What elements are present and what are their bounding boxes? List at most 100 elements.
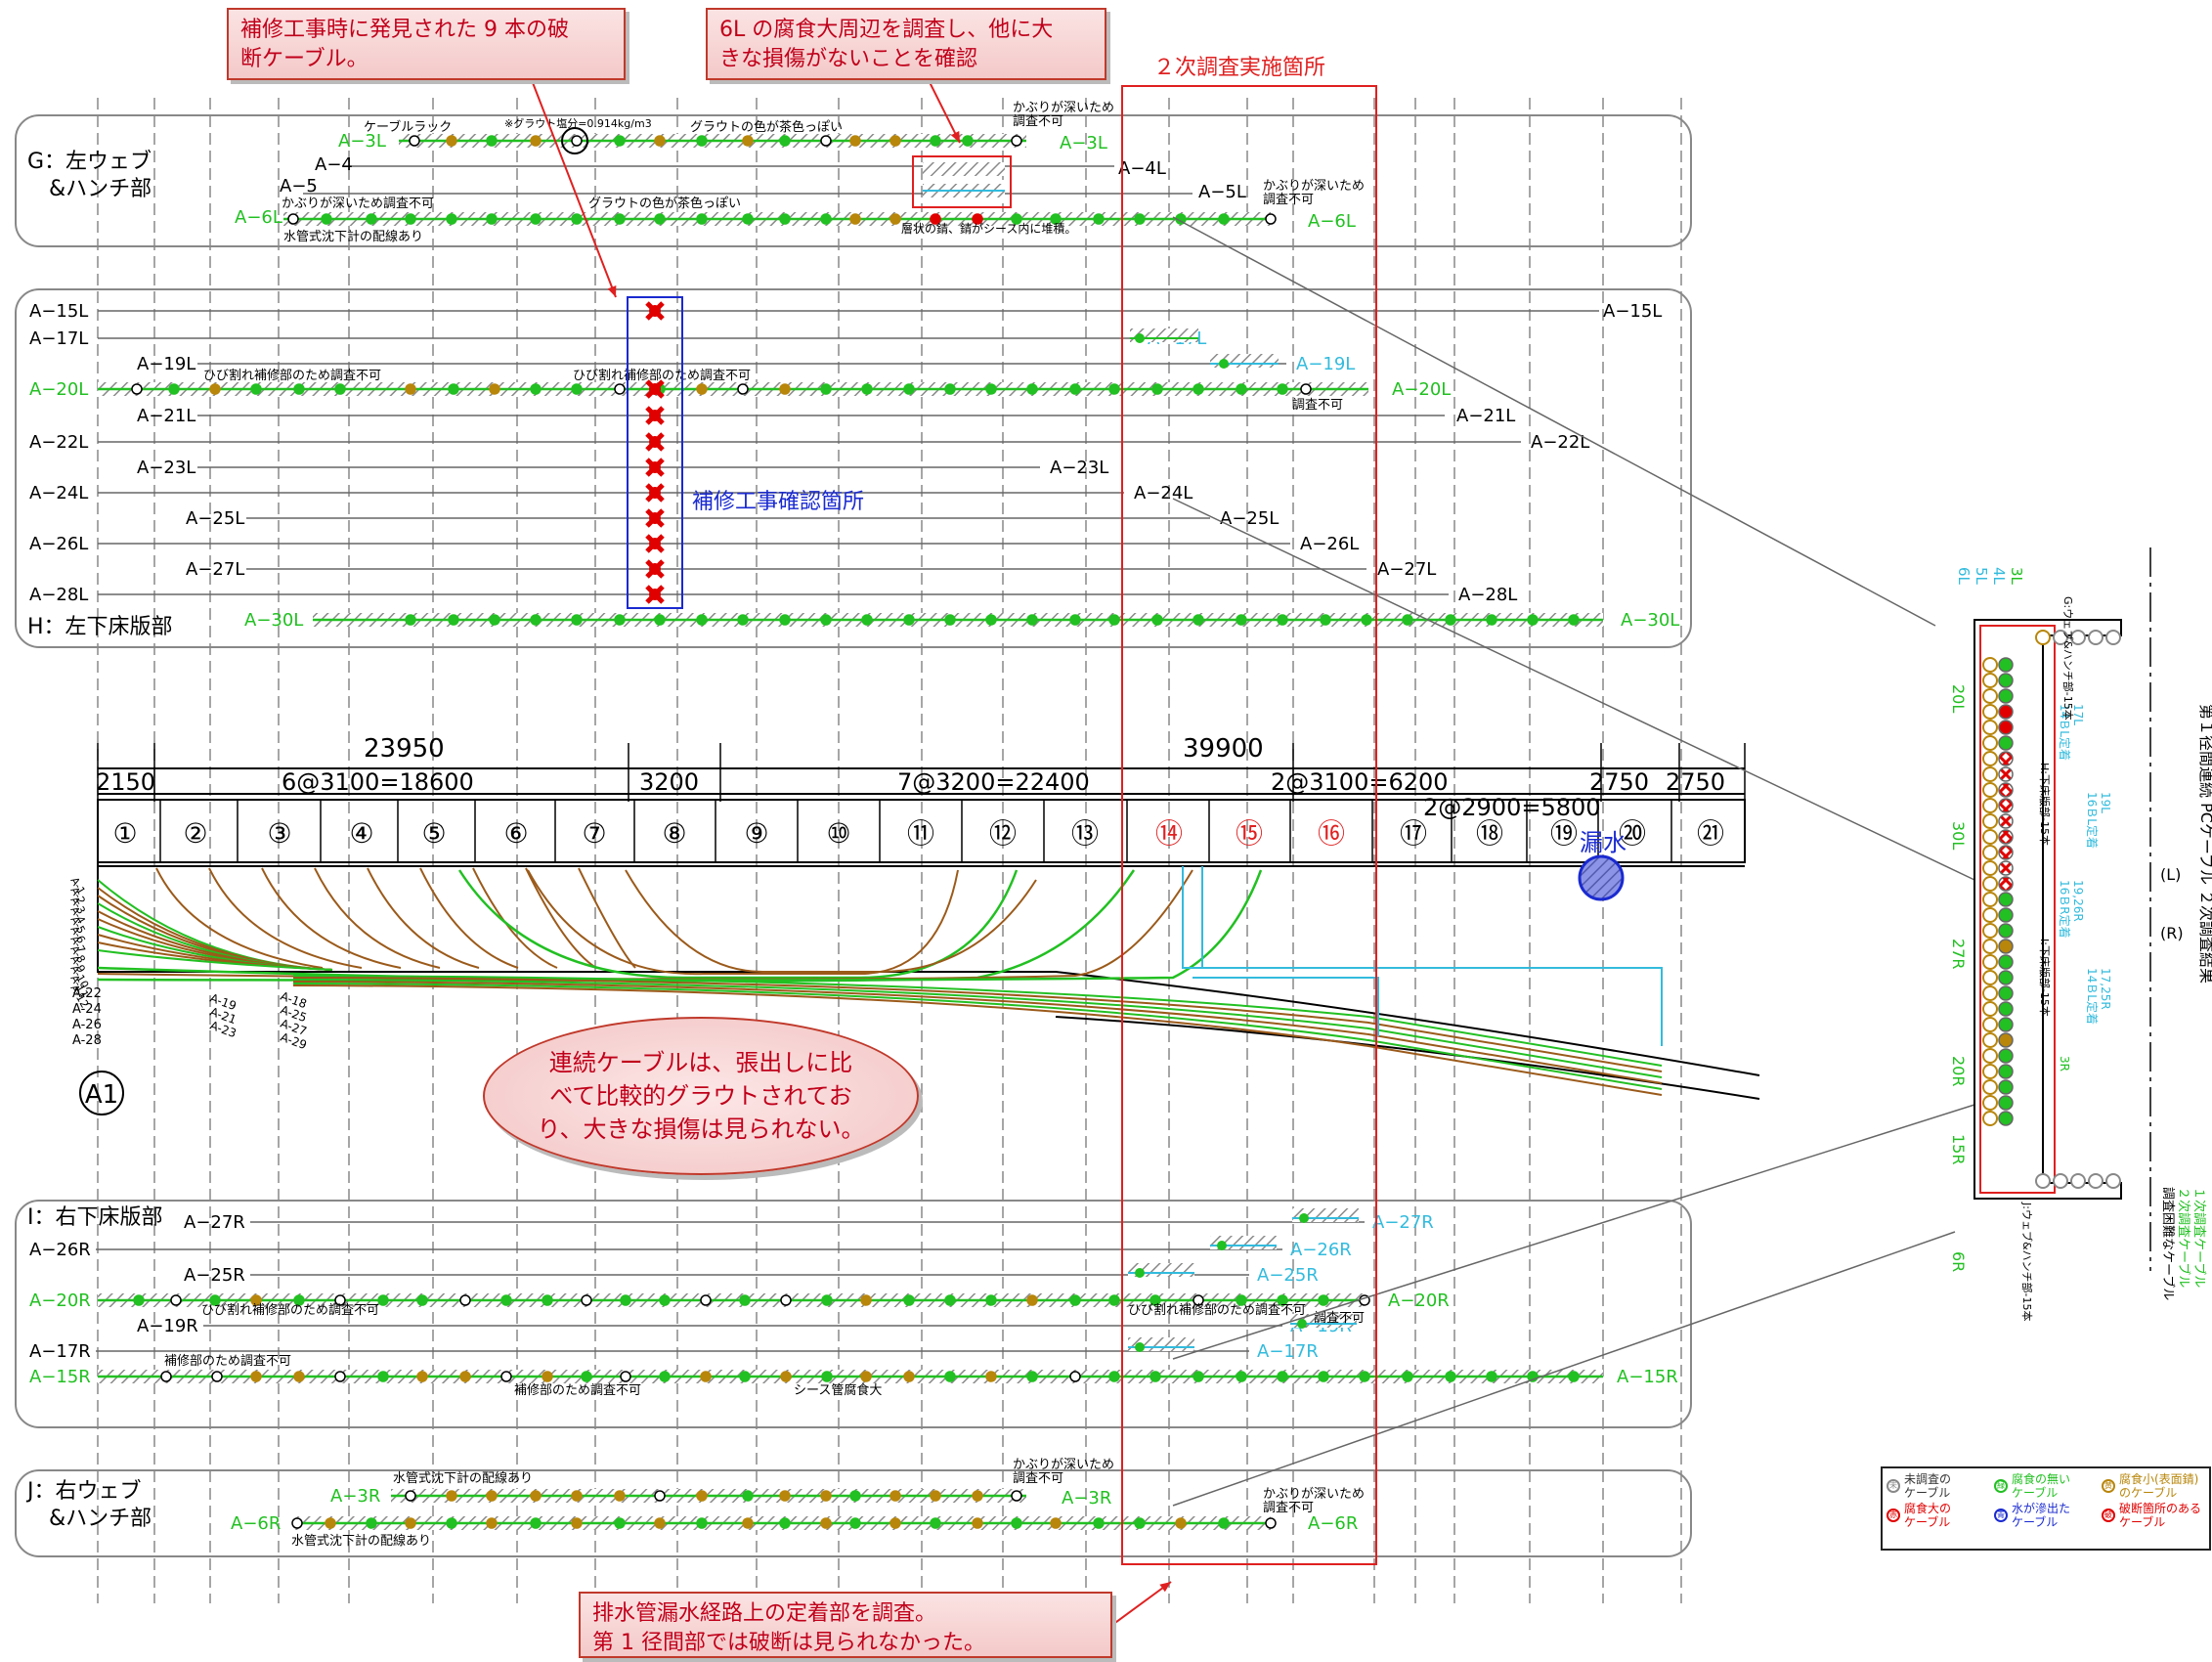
cable-dot bbox=[405, 383, 416, 395]
break-dot bbox=[649, 512, 661, 524]
panel-J bbox=[15, 1469, 1692, 1557]
cable-dot bbox=[530, 135, 542, 147]
cable-dot bbox=[160, 1371, 172, 1382]
arrow-broken-head bbox=[607, 285, 617, 297]
cable-label: A−28L bbox=[1458, 585, 1517, 605]
cable-cyan bbox=[1182, 866, 1203, 969]
cable-dot bbox=[614, 614, 626, 626]
cable-dot bbox=[571, 1490, 583, 1502]
section-dot bbox=[1982, 782, 1998, 798]
panel-title-i: I：右下床版部 bbox=[27, 1205, 163, 1230]
cable-label: A−25R bbox=[1257, 1265, 1319, 1286]
cable-dot bbox=[737, 383, 749, 395]
segment-number: ⑲ bbox=[1550, 817, 1578, 850]
section-dot bbox=[1982, 845, 1998, 860]
section-dot bbox=[1982, 720, 1998, 735]
cable-tag: A-28 bbox=[72, 1033, 102, 1048]
cable-dot bbox=[742, 1490, 754, 1502]
cable-dot bbox=[1277, 1294, 1288, 1306]
section-dot bbox=[2053, 1173, 2068, 1189]
cable-dot bbox=[849, 135, 861, 147]
marker-circle bbox=[561, 127, 588, 154]
box-girder-section bbox=[1973, 619, 2122, 1200]
cable-dot bbox=[489, 614, 500, 626]
cable-dot bbox=[1135, 1268, 1145, 1278]
segment-number: ⑨ bbox=[744, 817, 768, 850]
section-dot bbox=[1998, 813, 2014, 829]
cable-dot bbox=[1527, 614, 1539, 626]
cable-dot bbox=[889, 213, 901, 225]
segment-grid bbox=[97, 98, 1682, 1603]
note: 調査不可 bbox=[1314, 1311, 1365, 1326]
segment-number: ⑦ bbox=[582, 817, 606, 850]
section-dot bbox=[1998, 907, 2014, 923]
cable-dot bbox=[1402, 614, 1413, 626]
cable-label: A−27R bbox=[1372, 1212, 1434, 1233]
cable-dot bbox=[571, 383, 583, 395]
segment-number: ⑰ bbox=[1400, 817, 1427, 850]
cable-dot bbox=[889, 135, 901, 147]
section-label: 6L bbox=[1955, 567, 1973, 586]
section-label: 6R bbox=[1949, 1251, 1968, 1272]
cable-label: A−17R bbox=[1257, 1341, 1319, 1362]
cable-dot bbox=[1568, 614, 1580, 626]
cable-label: A−26R bbox=[1290, 1240, 1352, 1260]
cable-dot bbox=[614, 135, 626, 147]
cable-dot bbox=[334, 1294, 346, 1306]
cable-dot bbox=[321, 213, 332, 225]
cable-dot bbox=[849, 213, 861, 225]
note: ひび割れ補修部のため調査不可 bbox=[1128, 1302, 1306, 1318]
dim-text: 39900 bbox=[1183, 734, 1264, 764]
cable-dot bbox=[1011, 1517, 1022, 1529]
cable-dot bbox=[291, 1517, 303, 1529]
section-dot bbox=[1998, 720, 2014, 735]
cable-dot bbox=[131, 383, 143, 395]
cable-dot bbox=[405, 614, 416, 626]
section-dot bbox=[1998, 1017, 2014, 1032]
note: ひび割れ補修部のため調査不可 bbox=[573, 368, 751, 383]
center-label: (R) bbox=[2160, 924, 2184, 942]
cable-dot bbox=[1108, 1371, 1120, 1382]
segment-number: ⑮ bbox=[1236, 817, 1263, 850]
cable-path bbox=[292, 977, 1663, 1072]
legend-text: 破断箇所のある ケーブル bbox=[2119, 1502, 2202, 1529]
section-dot bbox=[1982, 985, 1998, 1001]
cable-dot bbox=[1361, 614, 1372, 626]
cable-dot bbox=[581, 1371, 592, 1382]
repair-area-label: 補修工事確認箇所 bbox=[692, 490, 864, 514]
cable-path bbox=[457, 869, 1019, 980]
section-dot bbox=[1998, 829, 2014, 845]
cable-dot bbox=[1151, 383, 1163, 395]
cable-label: A−30L bbox=[1621, 610, 1679, 631]
cable-label: A−27L bbox=[186, 559, 244, 580]
segment-strip bbox=[97, 799, 1746, 863]
section-dot bbox=[2088, 630, 2104, 645]
panel-title-g: &ハンチ部 bbox=[27, 177, 152, 201]
note: ※グラウト塩分=0.914kg/m3 bbox=[504, 116, 652, 130]
cable-dot bbox=[250, 1294, 262, 1306]
cable-dot bbox=[972, 213, 983, 225]
cable-dot bbox=[779, 213, 791, 225]
cable-label: A−3L bbox=[338, 131, 386, 152]
overlay-annotations: ２次調査実施箇所 bbox=[531, 56, 1377, 1626]
callout-corrosion-6l: 6L の腐食大周辺を調査し、他に大 きな損傷がないことを確認 bbox=[706, 8, 1106, 80]
cable-dot bbox=[1318, 1294, 1329, 1306]
section-dot bbox=[2105, 630, 2121, 645]
cable-label: A−17L bbox=[29, 328, 88, 349]
segment-number: ⑫ bbox=[989, 817, 1017, 850]
cable-dot bbox=[1149, 1294, 1161, 1306]
cable-dot bbox=[170, 1294, 182, 1306]
cable-path bbox=[292, 979, 1663, 1078]
cable-dot bbox=[1265, 213, 1277, 225]
legend-item: 破破断箇所のある ケーブル bbox=[2102, 1502, 2205, 1529]
section-dot bbox=[1998, 1032, 2014, 1048]
note: ひび割れ補修部のため調査不可 bbox=[203, 368, 381, 383]
cable-dot bbox=[700, 1371, 712, 1382]
section-dot bbox=[1998, 954, 2014, 970]
section-dot bbox=[1982, 798, 1998, 813]
note: かぶりが深いため bbox=[1013, 101, 1114, 115]
cable-dot bbox=[133, 1294, 145, 1306]
cable-dot bbox=[293, 1371, 305, 1382]
cable-dot bbox=[780, 1294, 792, 1306]
